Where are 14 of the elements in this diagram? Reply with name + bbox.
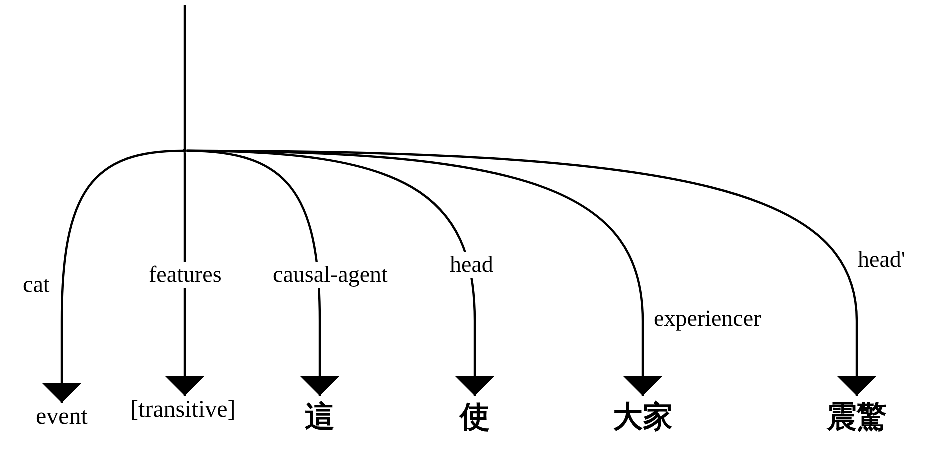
leaf-label: 大家 <box>613 397 673 438</box>
junction-dot <box>183 149 187 153</box>
leaf-label: 震驚 <box>827 397 887 438</box>
arrow <box>165 153 205 396</box>
edge-label: causal-agent <box>272 262 389 288</box>
edge-label: head <box>449 252 494 278</box>
arrow <box>42 150 184 403</box>
leaf-label: [transitive] <box>130 397 236 424</box>
leaf-label: 使 <box>460 397 490 438</box>
edge-label: features <box>148 262 223 288</box>
leaf-label: event <box>36 404 88 431</box>
line <box>184 5 186 149</box>
arrow <box>187 150 877 396</box>
leaf-label: 這 <box>305 397 335 438</box>
